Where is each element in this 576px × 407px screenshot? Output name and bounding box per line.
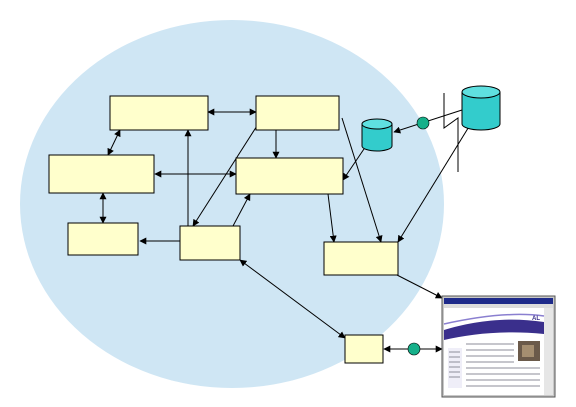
node-n4: [235, 157, 344, 195]
node-n1: [109, 95, 209, 131]
node-n2: [255, 95, 340, 131]
database-local-icon: [361, 118, 393, 152]
svg-text:AL: AL: [532, 316, 540, 322]
node-n3: [48, 154, 155, 194]
database-remote-icon: [461, 85, 501, 131]
connector-dot-browser: [407, 342, 421, 356]
node-n7: [323, 241, 399, 276]
edge-n6-n2: [192, 117, 263, 227]
nodes: [48, 95, 399, 364]
edge-n4-n7: [327, 193, 337, 243]
edge-n6-n8: [239, 259, 346, 339]
edge-n7-browser: [396, 274, 443, 299]
network-break-symbol: [443, 93, 459, 172]
node-n5: [67, 222, 139, 256]
node-n8: [344, 334, 384, 364]
edge-n2-n7: [341, 117, 383, 243]
edge-db-n4: [342, 145, 367, 181]
connector-dot-remote: [416, 116, 430, 130]
web-browser-screenshot-icon: AL: [441, 295, 556, 398]
node-n6: [179, 225, 241, 261]
edge-n6-n4: [232, 193, 251, 227]
background-ellipse: [20, 20, 444, 388]
edges: [99, 93, 471, 353]
edge-n1-n3: [107, 129, 121, 156]
